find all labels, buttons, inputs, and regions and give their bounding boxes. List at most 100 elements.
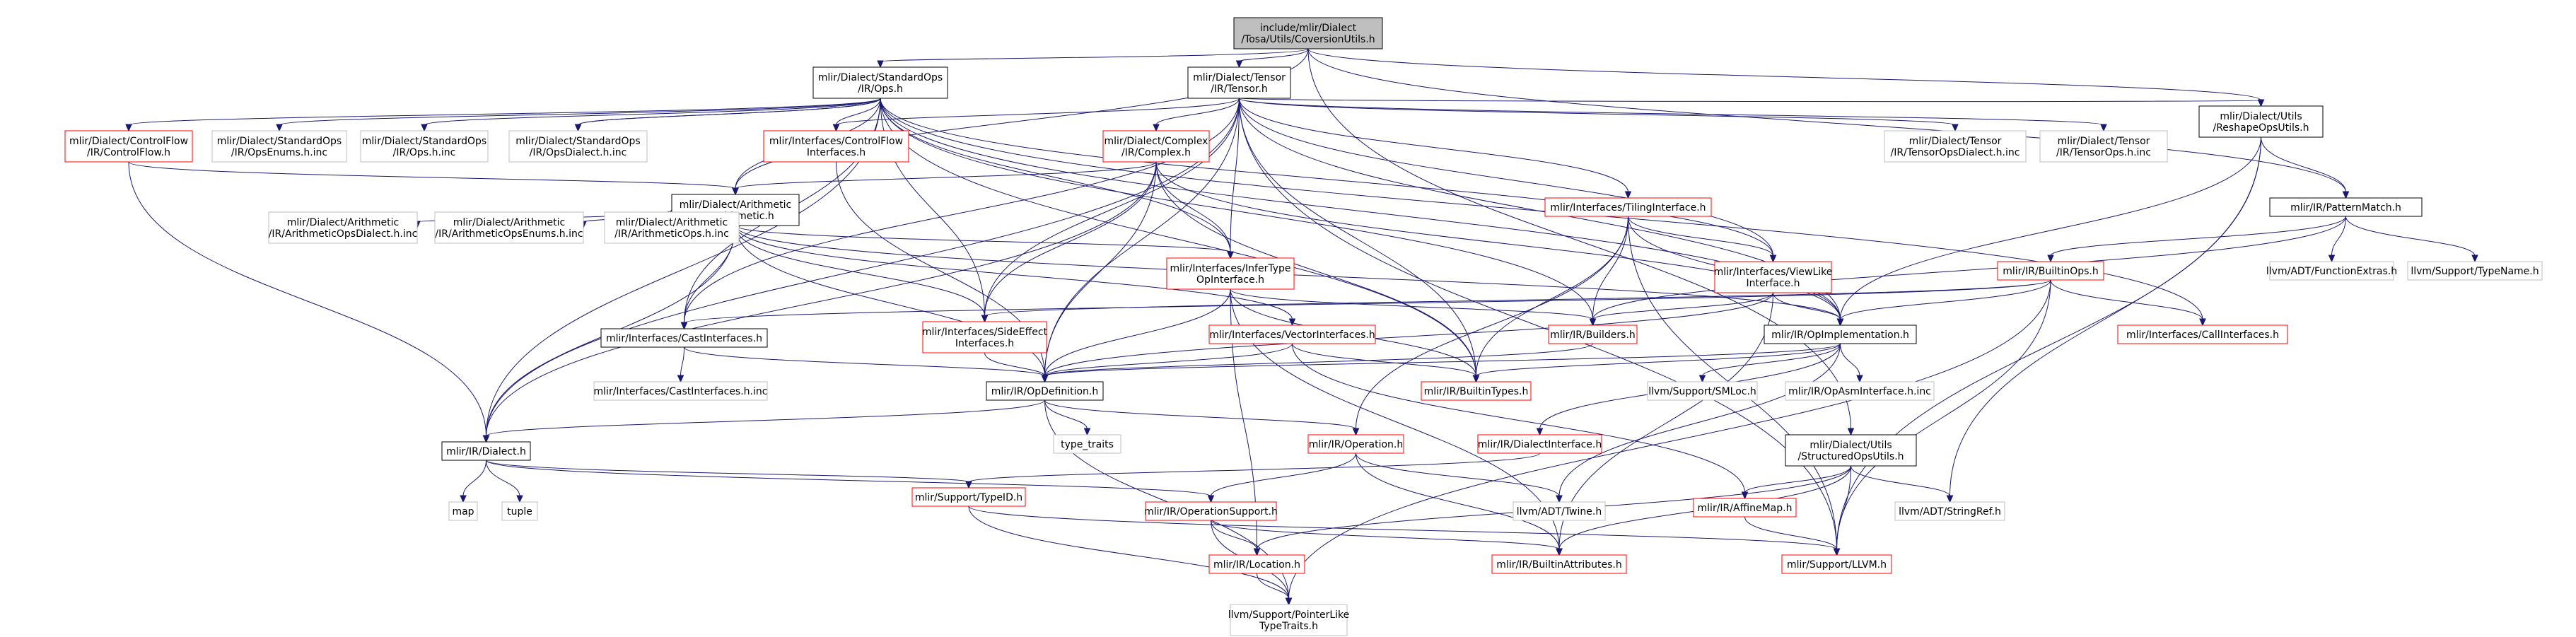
arrowhead bbox=[2328, 255, 2336, 263]
node-label-infertype: OpInterface.h bbox=[1196, 274, 1264, 286]
node-label-reshape: mlir/Dialect/Utils bbox=[2220, 111, 2302, 122]
node-box-tensor bbox=[1187, 66, 1291, 99]
node-arithEnumsInc[interactable]: mlir/Dialect/Arithmetic/IR/ArithmeticOps… bbox=[434, 211, 584, 244]
node-map[interactable]: map bbox=[448, 501, 478, 521]
node-box-castiface bbox=[600, 328, 768, 348]
node-operation[interactable]: mlir/IR/Operation.h bbox=[1307, 434, 1404, 454]
node-vectoriface[interactable]: mlir/Interfaces/VectorInterfaces.h bbox=[1208, 325, 1376, 344]
node-opdef[interactable]: mlir/IR/OpDefinition.h bbox=[986, 381, 1104, 401]
node-label-tensor: /IR/Tensor.h bbox=[1211, 83, 1268, 95]
node-arithOpsInc[interactable]: mlir/Dialect/Arithmetic/IR/ArithmeticOps… bbox=[604, 211, 740, 244]
node-label-reshape: /ReshapeOpsUtils.h bbox=[2213, 122, 2309, 134]
node-reshape[interactable]: mlir/Dialect/Utils/ReshapeOpsUtils.h bbox=[2198, 105, 2324, 138]
node-box-ptrlike bbox=[1230, 604, 1348, 636]
node-box-smloc bbox=[1647, 381, 1758, 401]
node-builtinattrs[interactable]: mlir/IR/BuiltinAttributes.h bbox=[1491, 554, 1627, 574]
node-box-arithOpsInc bbox=[604, 211, 740, 244]
node-dialectiface[interactable]: mlir/IR/DialectInterface.h bbox=[1477, 434, 1602, 454]
node-location[interactable]: mlir/IR/Location.h bbox=[1208, 554, 1305, 574]
arrowhead bbox=[1952, 124, 1959, 132]
node-stdDialectInc[interactable]: mlir/Dialect/StandardOps/IR/OpsDialect.h… bbox=[508, 130, 648, 163]
arrowhead bbox=[677, 375, 684, 383]
node-structops[interactable]: mlir/Dialect/Utils/StructuredOpsUtils.h bbox=[1785, 434, 1917, 467]
edge-arith-to-opdef bbox=[735, 225, 1049, 383]
edge-root-to-reshape bbox=[1307, 48, 2265, 107]
node-builtintypes[interactable]: mlir/IR/BuiltinTypes.h bbox=[1421, 381, 1532, 401]
edge-location-to-ptrlike bbox=[1257, 573, 1293, 606]
node-stdOpsInc[interactable]: mlir/Dialect/StandardOps/IR/Ops.h.inc bbox=[360, 130, 489, 163]
node-label-tensorDialectInc: /IR/TensorOpsDialect.h.inc bbox=[1891, 147, 2020, 158]
node-label-opimpl: mlir/IR/OpImplementation.h bbox=[1771, 329, 1909, 341]
node-patmatch[interactable]: mlir/IR/PatternMatch.h bbox=[2269, 197, 2423, 217]
arrowhead bbox=[1253, 548, 1261, 556]
edge-tensor-to-complex bbox=[1153, 98, 1240, 132]
edge-arith-to-infertype bbox=[735, 225, 1234, 259]
node-typetraits[interactable]: type_traits bbox=[1053, 434, 1121, 454]
node-box-builtinattrs bbox=[1491, 554, 1627, 574]
node-stdEnumsInc[interactable]: mlir/Dialect/StandardOps/IR/OpsEnums.h.i… bbox=[211, 130, 347, 163]
node-box-castifaceInc bbox=[593, 381, 768, 401]
node-tiling[interactable]: mlir/Interfaces/TilingInterface.h bbox=[1544, 197, 1712, 217]
node-tuple[interactable]: tuple bbox=[501, 501, 538, 521]
node-castiface[interactable]: mlir/Interfaces/CastInterfaces.h bbox=[600, 328, 768, 348]
edge-builtinops-to-calliface bbox=[2050, 279, 2206, 327]
node-builders[interactable]: mlir/IR/Builders.h bbox=[1548, 325, 1638, 344]
node-complex[interactable]: mlir/Dialect/Complex/IR/Complex.h bbox=[1102, 130, 1210, 163]
node-fnextras[interactable]: llvm/ADT/FunctionExtras.h bbox=[2266, 261, 2397, 281]
node-box-dialect bbox=[441, 441, 531, 461]
node-opsupport[interactable]: mlir/IR/OperationSupport.h bbox=[1144, 501, 1278, 521]
node-label-dialectiface: mlir/IR/DialectInterface.h bbox=[1478, 439, 1602, 450]
node-box-builtintypes bbox=[1421, 381, 1532, 401]
node-arithDialectInc[interactable]: mlir/Dialect/Arithmetic/IR/ArithmeticOps… bbox=[268, 211, 418, 244]
edge-patmatch-to-typename bbox=[2345, 216, 2478, 263]
arrowhead bbox=[2047, 255, 2054, 263]
node-tensor[interactable]: mlir/Dialect/Tensor/IR/Tensor.h bbox=[1187, 66, 1291, 99]
node-builtinops[interactable]: mlir/IR/BuiltinOps.h bbox=[1997, 261, 2104, 281]
node-dialect[interactable]: mlir/IR/Dialect.h bbox=[441, 441, 531, 461]
node-label-castiface: mlir/Interfaces/CastInterfaces.h bbox=[606, 333, 762, 344]
node-box-vectoriface bbox=[1208, 325, 1376, 344]
node-label-typetraits: type_traits bbox=[1061, 439, 1114, 450]
node-box-viewlike bbox=[1714, 261, 1832, 293]
arrowhead bbox=[2471, 255, 2478, 263]
node-stringref[interactable]: llvm/ADT/StringRef.h bbox=[1894, 501, 2005, 521]
edge-stdops-to-stdEnumsInc bbox=[276, 98, 881, 132]
node-castifaceInc[interactable]: mlir/Interfaces/CastInterfaces.h.inc bbox=[593, 381, 768, 401]
node-label-stdops: /IR/Ops.h bbox=[858, 83, 903, 95]
node-stdops[interactable]: mlir/Dialect/StandardOps/IR/Ops.h bbox=[812, 66, 948, 99]
node-opimpl[interactable]: mlir/IR/OpImplementation.h bbox=[1764, 325, 1917, 344]
node-box-stdDialectInc bbox=[508, 130, 648, 163]
edge-complex-to-arith bbox=[732, 161, 1157, 196]
node-typename[interactable]: llvm/Support/TypeName.h bbox=[2407, 261, 2543, 281]
arrowhead bbox=[1556, 495, 1563, 503]
node-smloc[interactable]: llvm/Support/SMLoc.h bbox=[1647, 381, 1758, 401]
node-affinemap[interactable]: mlir/IR/AffineMap.h bbox=[1693, 498, 1797, 518]
node-cfIR[interactable]: mlir/Dialect/ControlFlow/IR/ControlFlow.… bbox=[64, 130, 193, 163]
node-label-arithEnumsInc: /IR/ArithmeticOpsEnums.h.inc bbox=[435, 228, 583, 240]
edge-tensor-to-viewlike bbox=[1239, 98, 1777, 263]
node-tensorOpsInc[interactable]: mlir/Dialect/Tensor/IR/TensorOps.h.inc bbox=[2039, 130, 2168, 163]
node-label-root: include/mlir/Dialect bbox=[1260, 23, 1357, 34]
node-label-opsupport: mlir/IR/OperationSupport.h bbox=[1144, 506, 1278, 518]
edge-root-to-stdops bbox=[877, 48, 1309, 69]
node-opasmInc[interactable]: mlir/IR/OpAsmInterface.h.inc bbox=[1785, 381, 1935, 401]
arrowhead bbox=[1946, 495, 1954, 503]
edge-dialect-to-tuple bbox=[486, 460, 523, 503]
node-calliface[interactable]: mlir/Interfaces/CallInterfaces.h bbox=[2117, 325, 2288, 344]
node-twine[interactable]: llvm/ADT/Twine.h bbox=[1513, 501, 1606, 521]
node-tensorDialectInc[interactable]: mlir/Dialect/Tensor/IR/TensorOpsDialect.… bbox=[1884, 130, 2027, 163]
node-typeid[interactable]: mlir/Support/TypeID.h bbox=[911, 487, 1026, 507]
node-llvmh[interactable]: mlir/Support/LLVM.h bbox=[1781, 554, 1892, 574]
node-label-cfIface: mlir/Interfaces/ControlFlow bbox=[769, 136, 903, 147]
node-root[interactable]: include/mlir/Dialect/Tosa/Utils/Coversio… bbox=[1233, 17, 1383, 49]
node-box-fnextras bbox=[2269, 261, 2394, 281]
edge-viewlike-to-opimpl bbox=[1773, 292, 1844, 327]
node-label-operation: mlir/IR/Operation.h bbox=[1309, 439, 1403, 450]
arrowhead bbox=[1836, 318, 1844, 327]
